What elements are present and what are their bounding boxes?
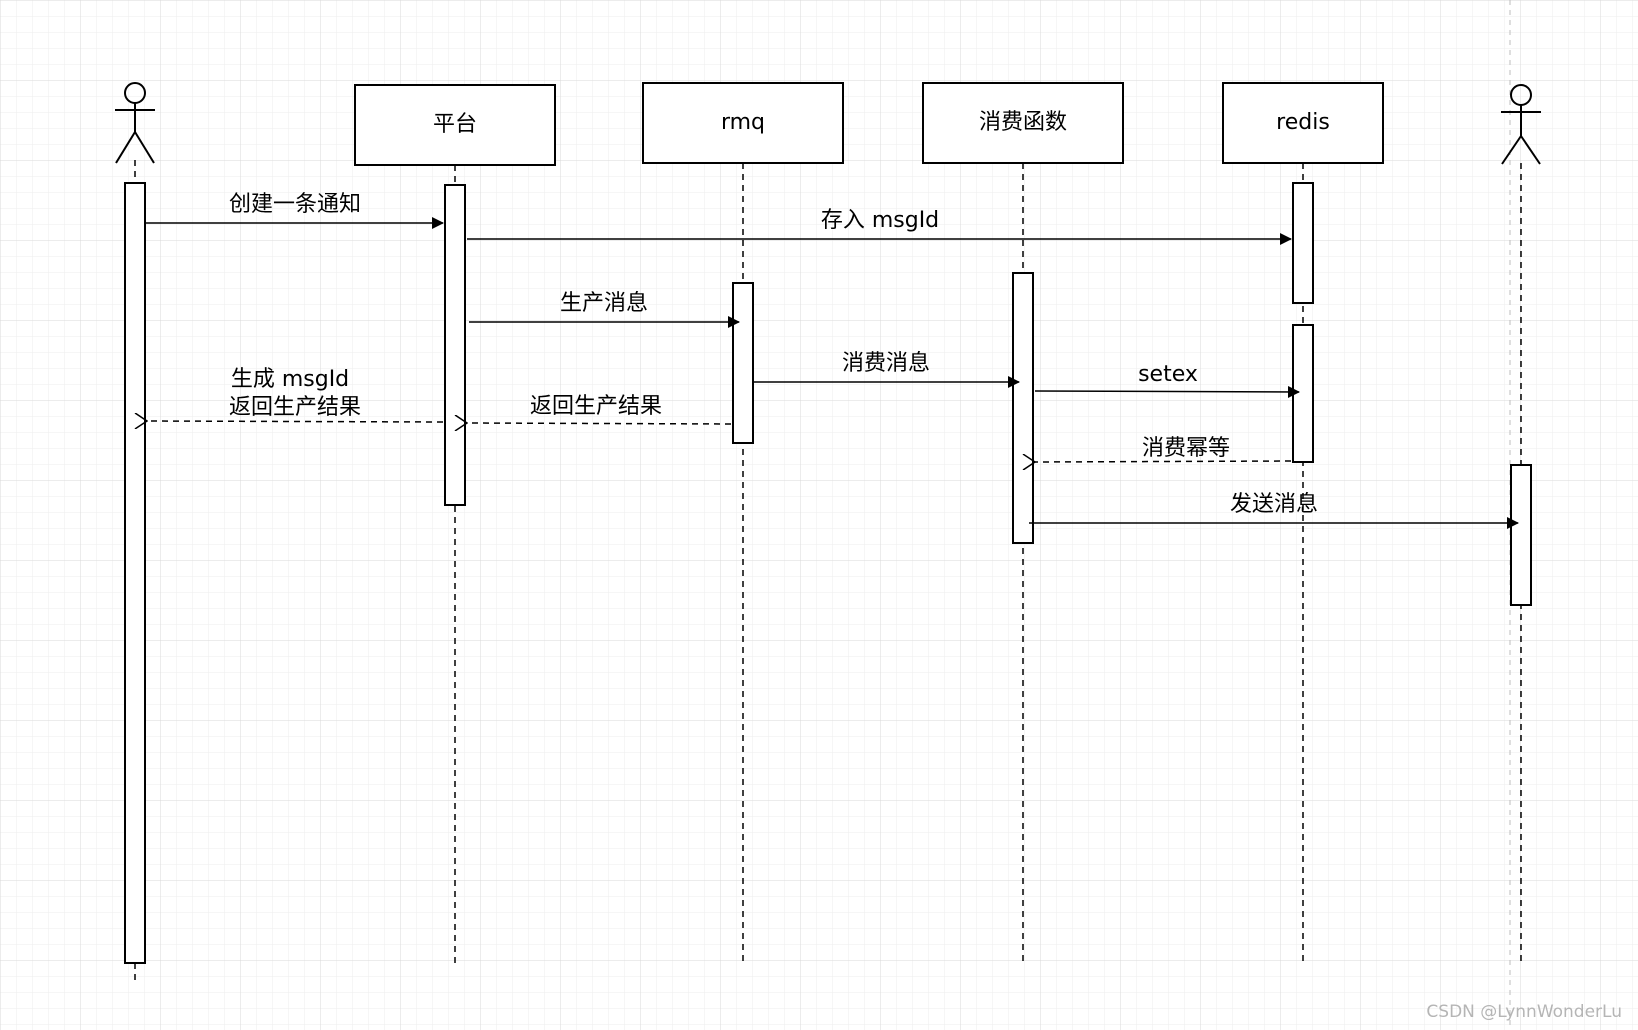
participant-platform-label: 平台 <box>433 112 477 137</box>
message-consume-message-label: 消费消息 <box>842 351 930 376</box>
message-setex <box>1034 385 1300 398</box>
message-produce-message-label: 生产消息 <box>560 291 648 316</box>
activation-platform <box>444 184 466 506</box>
participant-platform: 平台 <box>354 84 556 166</box>
message-return-produce-result-platform-label-line2: 返回生产结果 <box>229 395 361 420</box>
activation-rmq <box>732 282 754 444</box>
participant-rmq: rmq <box>642 82 844 164</box>
participant-consumer: 消费函数 <box>922 82 1124 164</box>
participant-consumer-label: 消费函数 <box>979 110 1067 135</box>
message-consume-idempotent <box>1035 461 1292 462</box>
message-return-produce-result-rmq <box>467 423 732 424</box>
message-create-notice-label: 创建一条通知 <box>229 192 361 217</box>
message-send-message-label: 发送消息 <box>1230 492 1318 517</box>
participant-redis-label: redis <box>1276 110 1330 135</box>
message-setex-label: setex <box>1138 362 1198 387</box>
participant-rmq-label: rmq <box>721 110 765 135</box>
activation-consumer <box>1012 272 1034 544</box>
message-consume-idempotent-label: 消费幂等 <box>1142 436 1230 461</box>
message-store-msgid-label: 存入 msgId <box>821 208 939 233</box>
message-return-produce-result-platform-label-line1: 生成 msgId <box>231 367 349 392</box>
participant-redis: redis <box>1222 82 1384 164</box>
message-return-produce-result-platform <box>147 421 444 422</box>
activation-redis-store <box>1292 182 1314 304</box>
activation-receiver <box>1510 464 1532 606</box>
actor-receiver-icon <box>1501 84 1541 165</box>
watermark-text: CSDN @LynnWonderLu <box>1426 1002 1622 1022</box>
activation-redis-setex <box>1292 324 1314 463</box>
actor-user-icon <box>115 82 155 164</box>
activation-user <box>124 182 146 964</box>
message-return-produce-result-rmq-label: 返回生产结果 <box>530 394 662 419</box>
